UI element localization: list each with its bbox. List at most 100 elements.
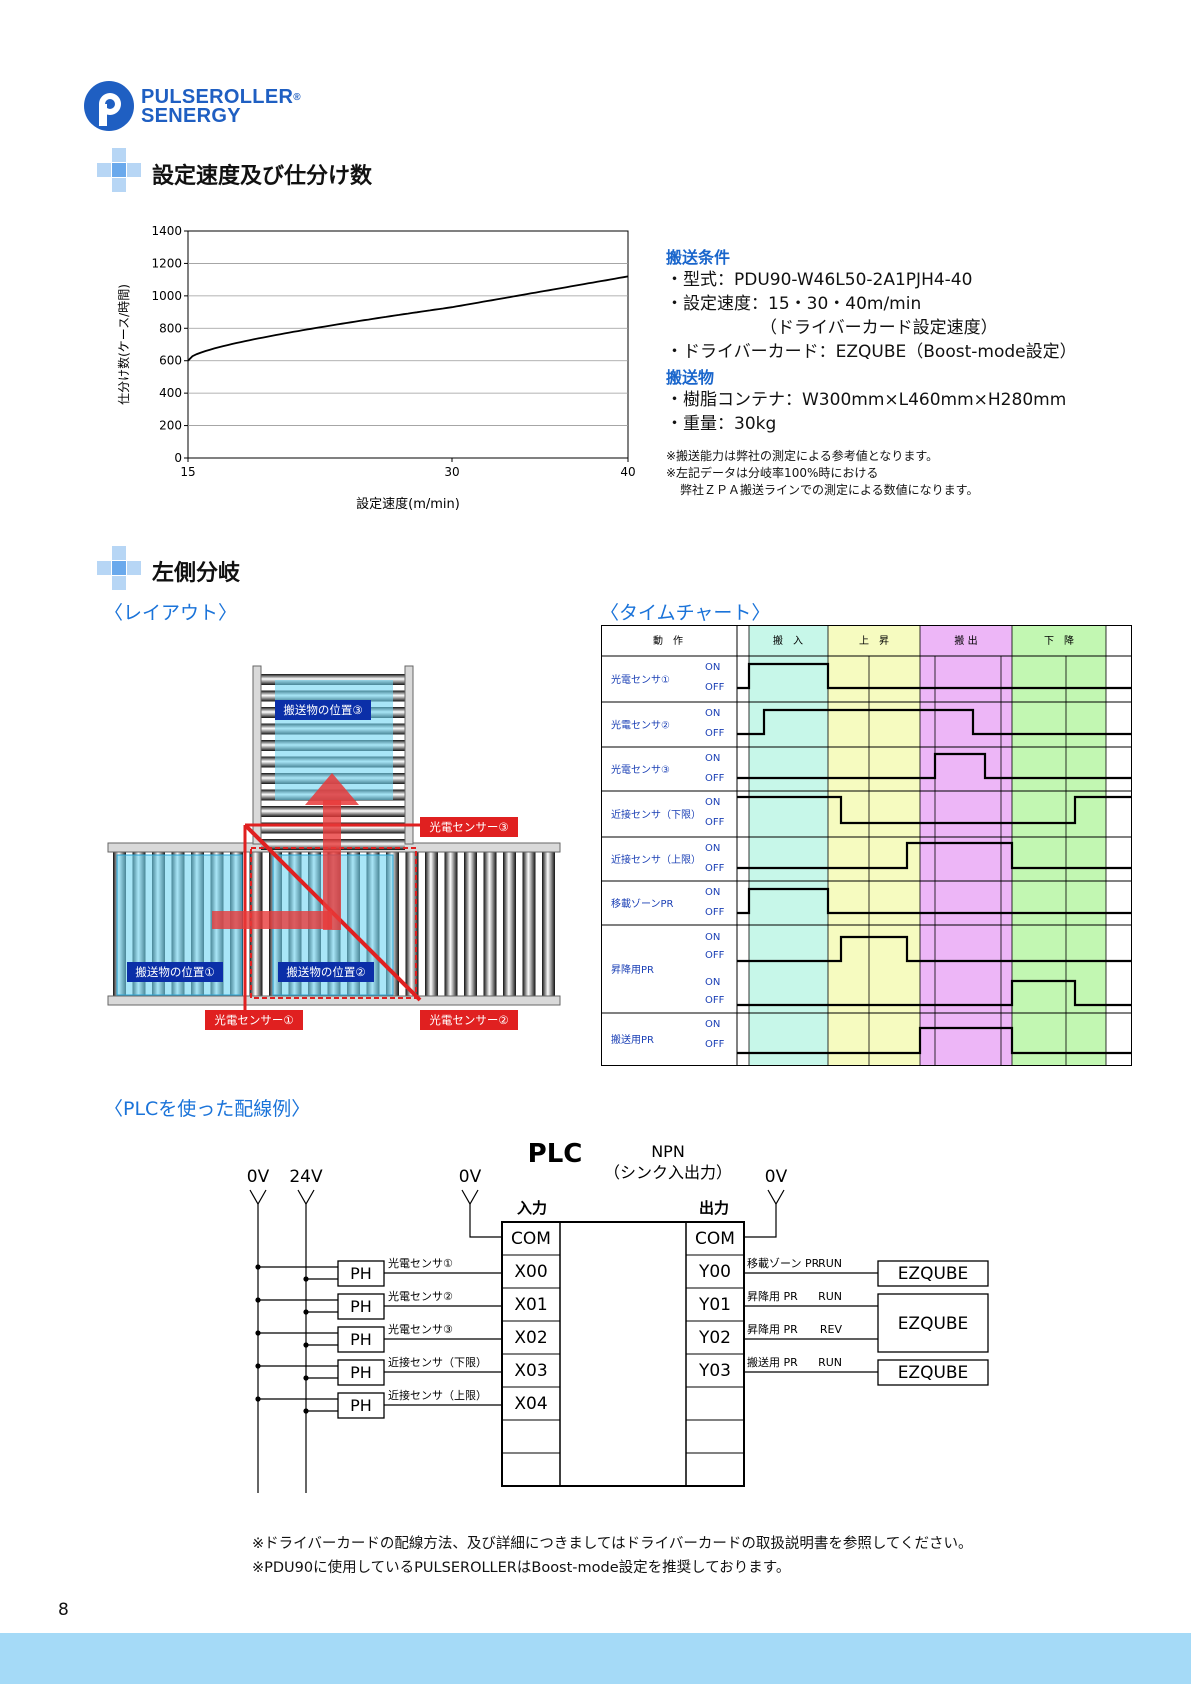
tc-on-label: ON xyxy=(705,1019,720,1030)
ph-sensor-box xyxy=(337,1392,385,1419)
plc-input-terminal: X03 xyxy=(514,1361,547,1381)
plc-output-terminal: Y00 xyxy=(698,1262,731,1282)
layout-diagram: 搬送物の位置③ 搬送物の位置① 搬送物の位置② 光電センサー③ 光電センサー① … xyxy=(107,665,561,1030)
junction-dot xyxy=(255,1297,261,1303)
x-tick-label: 15 xyxy=(180,465,195,479)
tc-row-label: 光電センサ① xyxy=(611,673,670,686)
output-signal-label: REV xyxy=(820,1323,843,1336)
tc-on-label: ON xyxy=(705,753,720,764)
tc-signal-line xyxy=(737,841,1132,870)
roller xyxy=(444,852,458,997)
tc-on-label: ON xyxy=(705,843,720,854)
x-axis-label: 設定速度(m/min) xyxy=(356,496,460,512)
ezqube-driver-box xyxy=(877,1260,989,1287)
output-wire-label: 搬送用 PR xyxy=(747,1355,798,1369)
tc-off-label: OFF xyxy=(705,907,725,918)
output-signal-label: RUN xyxy=(818,1356,842,1369)
brand-logo: PULSEROLLER® SENERGY xyxy=(83,80,313,136)
tc-on-label: ON xyxy=(705,662,720,673)
plc-output-terminal: Y01 xyxy=(698,1295,731,1315)
junction-dot xyxy=(303,1276,309,1282)
y-tick-label: 1200 xyxy=(151,256,182,270)
y-tick-label: 800 xyxy=(159,321,182,335)
junction-dot xyxy=(255,1363,261,1369)
brand-line2: SENERGY xyxy=(141,105,241,127)
tc-on-label: ON xyxy=(705,708,720,719)
plc-label: PLC xyxy=(528,1139,583,1169)
tc-off-label: OFF xyxy=(705,950,725,961)
tc-on-label: ON xyxy=(705,797,720,808)
y-tick-label: 1400 xyxy=(151,224,182,238)
roller xyxy=(425,852,438,997)
plc-output-terminal: Y02 xyxy=(698,1328,731,1348)
plc-input-terminal: COM xyxy=(511,1229,551,1249)
x-tick-label: 40 xyxy=(620,465,635,479)
tc-row-label: 光電センサ② xyxy=(611,719,670,732)
y-axis-label: 仕分け数(ケース/時間) xyxy=(116,284,131,405)
conditions-heading: 搬送条件 xyxy=(666,248,731,267)
ph-sensor-box xyxy=(337,1326,385,1353)
section2-title: 左側分岐 xyxy=(152,561,241,586)
pulseroller-p-icon xyxy=(84,81,134,131)
footnote-2: ※PDU90に使用しているPULSEROLLERはBoost-mode設定を推奨… xyxy=(252,1560,791,1576)
label-sensor2: 光電センサー② xyxy=(429,1013,508,1027)
output-wire-label: 昇降用 PR xyxy=(747,1322,798,1336)
tc-off-label: OFF xyxy=(705,995,725,1006)
roller xyxy=(405,852,419,997)
output-label: 出力 xyxy=(699,1199,729,1217)
tc-row-label: 移載ゾーンPR xyxy=(611,897,674,910)
tc-off-label: OFF xyxy=(705,682,725,693)
cargo-weight: ・重量：30kg xyxy=(666,414,777,434)
ezqube-driver-box xyxy=(877,1359,989,1386)
ph-sensor-box xyxy=(337,1260,385,1287)
plc-wiring-diagram: PLC NPN （シンク入出力） 0V 24V 0V 0V 入力 出力 COMX… xyxy=(247,1139,989,1493)
tc-phase-3: 搬 出 xyxy=(954,634,977,647)
plc-npn: NPN xyxy=(651,1142,685,1161)
junction-dot xyxy=(255,1396,261,1402)
junction-dot xyxy=(255,1330,261,1336)
sensor-wire-label: 近接センサ（下限） xyxy=(388,1356,487,1369)
tc-signal-line xyxy=(737,752,1132,780)
phase-bg-3 xyxy=(920,625,1012,1065)
condition-speed: ・設定速度：15・30・40m/min xyxy=(666,294,922,314)
condition-model: ・型式：PDU90-W46L50-2A1PJH4-40 xyxy=(666,270,973,290)
roller xyxy=(483,852,497,997)
tc-off-label: OFF xyxy=(705,728,725,739)
tc-signal-line xyxy=(737,979,1132,1007)
junction-dot xyxy=(303,1375,309,1381)
output-wire-label: 移載ゾーン PR xyxy=(747,1257,820,1270)
condition-driver: ・ドライバーカード：EZQUBE（Boost-mode設定） xyxy=(666,342,1077,362)
tc-row-label: 近接センサ（上限） xyxy=(611,853,701,866)
plc-sink: （シンク入出力） xyxy=(604,1163,732,1182)
junction-dot xyxy=(303,1309,309,1315)
tc-off-label: OFF xyxy=(705,817,725,828)
ezqube-label: EZQUBE xyxy=(898,1363,969,1383)
y-tick-label: 400 xyxy=(159,386,182,400)
junction-dot xyxy=(255,1264,261,1270)
section-bullet-icon xyxy=(97,546,141,590)
tc-phase-4: 下 降 xyxy=(1044,634,1074,647)
cargo-container: ・樹脂コンテナ：W300mm×L460mm×H280mm xyxy=(666,390,1067,410)
tc-off-label: OFF xyxy=(705,773,725,784)
label-pos3: 搬送物の位置③ xyxy=(283,703,362,717)
y-tick-label: 600 xyxy=(159,354,182,368)
y-tick-label: 200 xyxy=(159,419,182,433)
tc-row-label: 昇降用PR xyxy=(611,963,654,976)
label-sensor3: 光電センサー③ xyxy=(429,820,508,834)
tc-signal-line xyxy=(737,1026,1132,1055)
tc-off-label: OFF xyxy=(705,1039,725,1050)
output-wire-label: 昇降用 PR xyxy=(747,1289,798,1303)
com-0v-label: 0V xyxy=(459,1167,482,1187)
brand-line1: PULSEROLLER xyxy=(141,86,294,108)
output-signal-label: RUN xyxy=(818,1290,842,1303)
roller xyxy=(464,852,477,997)
sensor-wire-label: 光電センサ① xyxy=(388,1256,453,1270)
roller xyxy=(542,852,555,997)
time-chart: 動 作 搬 入 上 昇 搬 出 下 降 光電センサ①ONOFF光電センサ②ONO… xyxy=(601,625,1132,1066)
plc-output-terminal: Y03 xyxy=(698,1361,731,1381)
cargo-heading: 搬送物 xyxy=(666,368,715,387)
page-number: 8 xyxy=(58,1600,69,1620)
input-label: 入力 xyxy=(517,1199,547,1217)
tc-row-label: 光電センサ③ xyxy=(611,763,670,776)
tc-phase-1: 搬 入 xyxy=(773,634,803,647)
